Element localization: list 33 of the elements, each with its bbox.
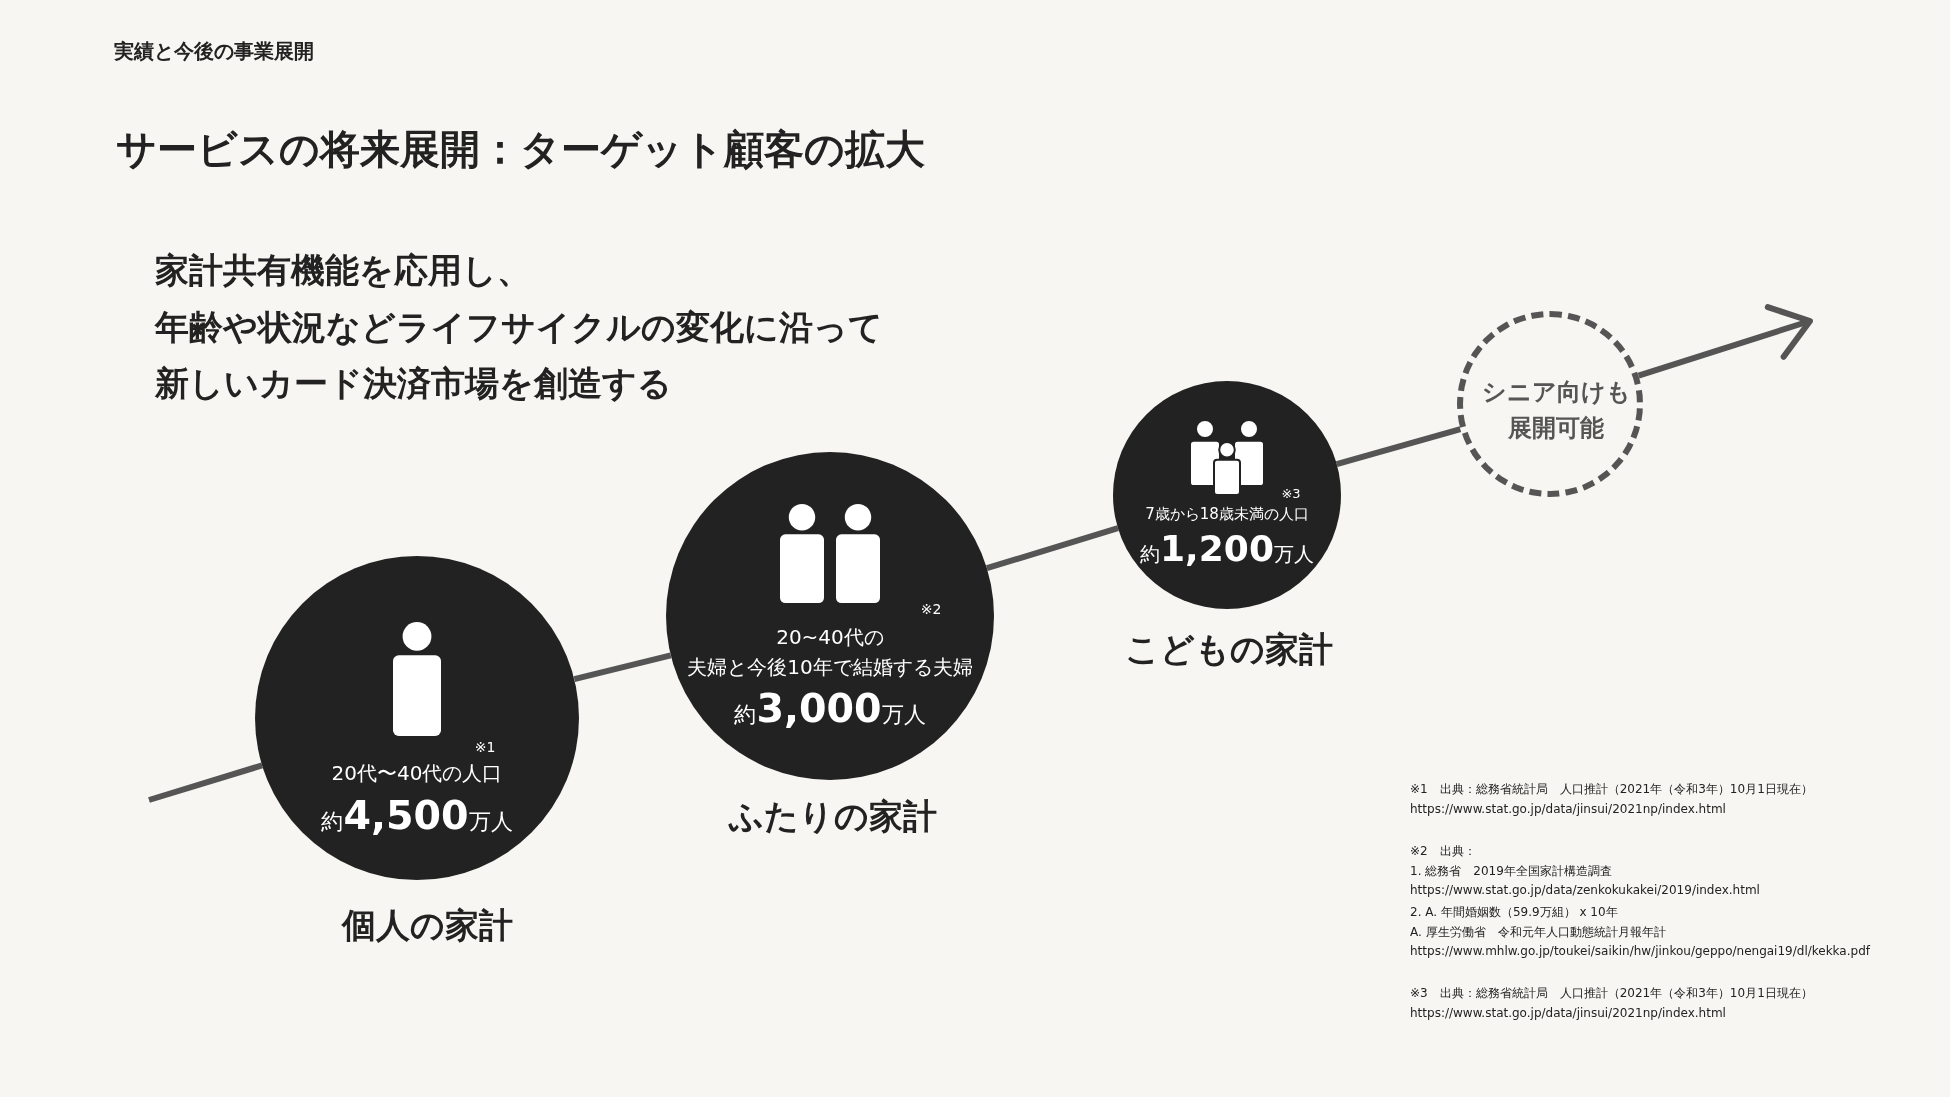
description-text: 20代〜40代の人口 [331,760,503,787]
source-note: A. 厚生労働省 令和元年人口動態統計月報年計 [1410,924,1666,941]
connector-line [986,525,1119,572]
stage-label: こどもの家計 [1125,627,1333,671]
stage-label: 個人の家計 [341,903,513,947]
connector-line [1335,426,1462,467]
source-note: https://www.mhlw.go.jp/toukei/saikin/hw/jinkou/geppo/nengai19/dl/kekka.pdf [1410,944,1870,958]
population-figure: 約3,000万人 [734,684,926,734]
lead-text: 新しいカード決済市場を創造する [155,362,672,405]
population-figure: 約1,200万人 [1140,527,1314,571]
source-note: 1. 総務省 2019年全国家計構造調査 [1410,863,1612,880]
slide-title: サービスの将来展開：ターゲット顧客の拡大 [116,125,925,174]
arrow [1637,304,1813,379]
population-figure: 約4,500万人 [321,791,513,841]
footnote-mark: ※1 [474,737,496,757]
footnote-mark: ※3 [1281,485,1301,504]
connector-line [573,652,672,683]
source-note: ※2 出典： [1410,843,1476,860]
circle-text: シニア向けも展開可能 [1481,377,1631,444]
lead-text: 家計共有機能を応用し、 [155,249,531,292]
source-note: 2. A. 年間婚姻数（59.9万組） x 10年 [1410,904,1618,921]
description-text: 7歳から18歳未満の人口 [1145,503,1309,525]
source-note: https://www.stat.go.jp/data/jinsui/2021np/index.html [1410,802,1726,816]
source-note: https://www.stat.go.jp/data/zenkokukakei/2019/index.html [1410,883,1760,897]
source-note: ※1 出典：総務省統計局 人口推計（2021年（令和3年）10月1日現在） [1410,781,1813,798]
source-note: https://www.stat.go.jp/data/jinsui/2021np/index.html [1410,1006,1726,1020]
lead-text: 年齢や状況などライフサイクルの変化に沿って [155,306,883,349]
section-header: 実績と今後の事業展開 [114,38,314,65]
description-text: 20~40代の夫婦と今後10年で結婚する夫婦 [687,624,973,681]
source-note: ※3 出典：総務省統計局 人口推計（2021年（令和3年）10月1日現在） [1410,985,1813,1002]
connector-line [148,762,263,803]
stage-label: ふたりの家計 [729,794,937,838]
footnote-mark: ※2 [920,599,942,619]
